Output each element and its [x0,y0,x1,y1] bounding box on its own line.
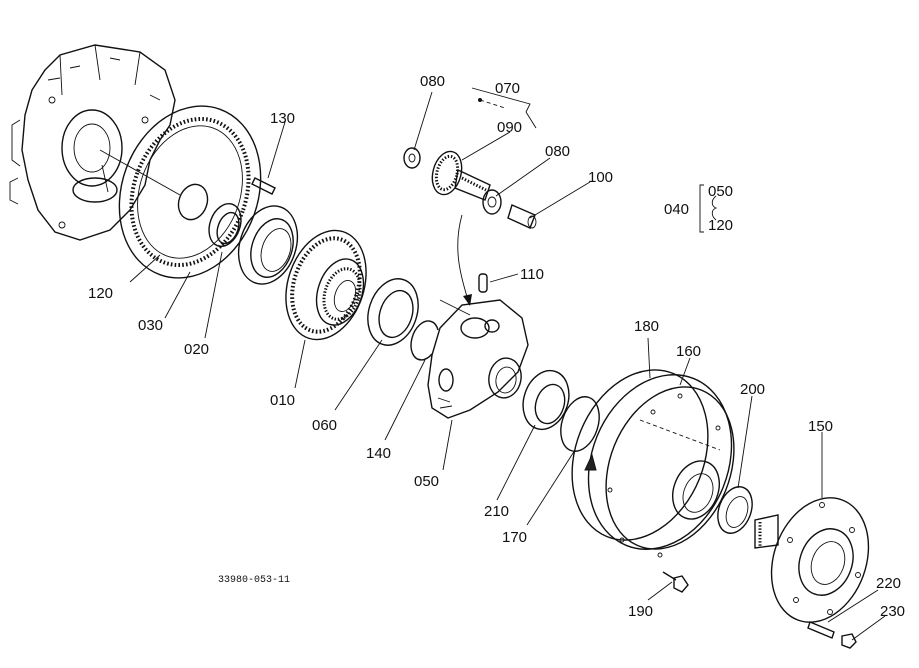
nut-230 [841,633,857,649]
label-180: 180 [634,318,659,335]
bearing-020 [208,202,242,248]
transmission-housing [9,44,176,241]
label-110: 110 [520,266,544,283]
seal-200 [717,486,753,534]
flange-150 [754,497,870,623]
label-020: 020 [184,341,209,358]
label-150: 150 [808,418,833,435]
bolt-190 [662,571,689,593]
label-080b: 080 [545,143,570,160]
label-170: 170 [502,529,527,546]
label-050: 050 [414,473,439,490]
label-030: 030 [138,317,163,334]
label-160: 160 [676,343,701,360]
label-040: 040 [664,201,689,218]
bracket-dash [479,99,506,109]
label-230: 230 [880,603,905,620]
label-050b: 050 [708,183,733,200]
label-120: 120 [88,285,113,302]
shim-120 [177,183,209,221]
arrow-head [463,294,472,306]
drawing-code: 33980-053-11 [218,575,290,586]
bearing-large [237,205,299,285]
label-100: 100 [588,169,613,186]
label-080a: 080 [420,73,445,90]
bearing-060 [367,278,419,346]
o-ring-170 [560,396,600,452]
brace-040 [711,195,718,221]
pinion-assembly-070 [403,98,537,229]
snap-ring-140 [410,320,439,361]
carrier-050 [427,299,529,419]
label-140: 140 [366,445,391,462]
axis-line [99,149,181,196]
leader-lines [129,91,886,641]
bearing-210 [522,369,570,431]
gear-010 [285,229,367,341]
label-010: 010 [270,392,295,409]
label-090: 090 [497,119,522,136]
ring-gear-030 [118,105,262,279]
pin-130 [251,177,276,195]
label-070: 070 [495,80,520,97]
label-220: 220 [876,575,901,592]
label-210: 210 [484,503,509,520]
pin-110 [478,273,488,293]
label-200: 200 [740,381,765,398]
label-130: 130 [270,110,295,127]
label-190: 190 [628,603,653,620]
bolt-220 [807,621,835,639]
label-120b: 120 [708,217,733,234]
bracket-040 [699,184,704,233]
bracket-070 [471,87,537,129]
axis-line [439,299,471,316]
assembly-arrow [457,214,469,301]
label-060: 060 [312,417,337,434]
gasket-180 [571,369,709,541]
